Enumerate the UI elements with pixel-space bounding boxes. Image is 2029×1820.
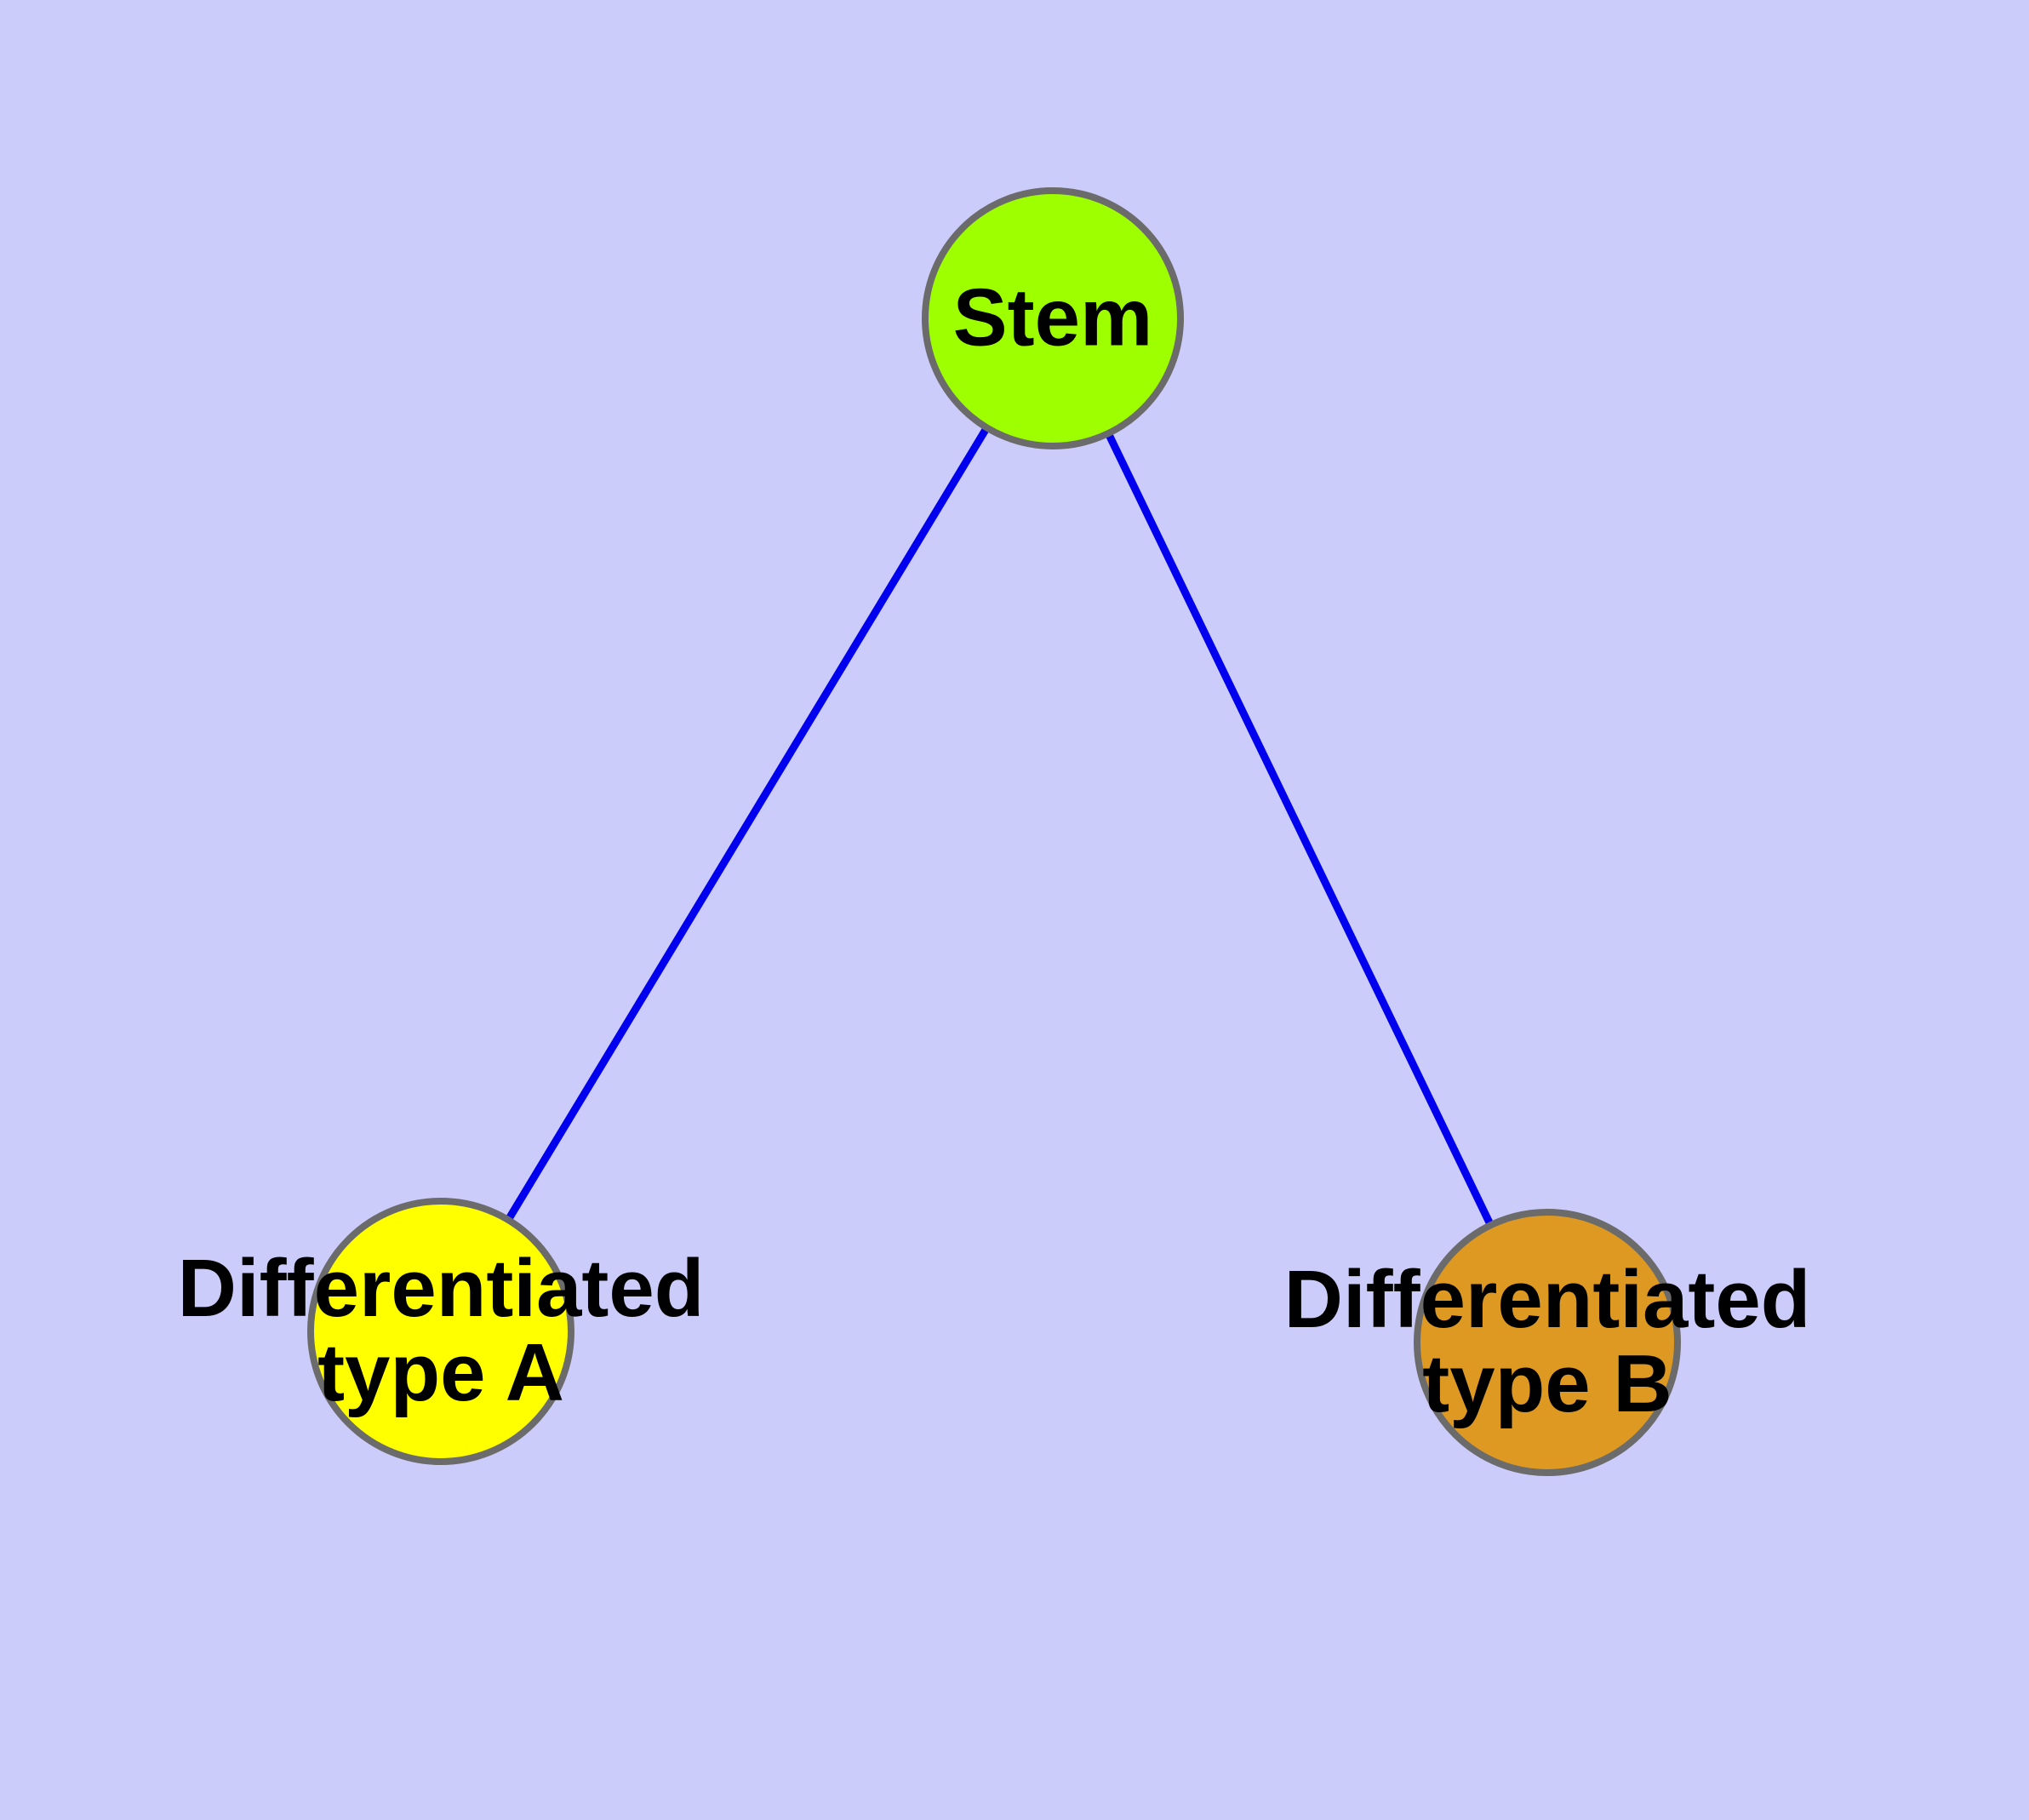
node-layer xyxy=(307,187,1681,1476)
graph-node-diff_a[interactable] xyxy=(307,1198,574,1465)
graph-edge-stem-to-b[interactable] xyxy=(1049,317,1552,1344)
graph-edge-stem-to-a[interactable] xyxy=(437,316,1056,1334)
graph-node-diff_b[interactable] xyxy=(1414,1209,1681,1476)
edge-layer xyxy=(437,316,1552,1344)
graph-node-stem[interactable] xyxy=(922,187,1184,449)
